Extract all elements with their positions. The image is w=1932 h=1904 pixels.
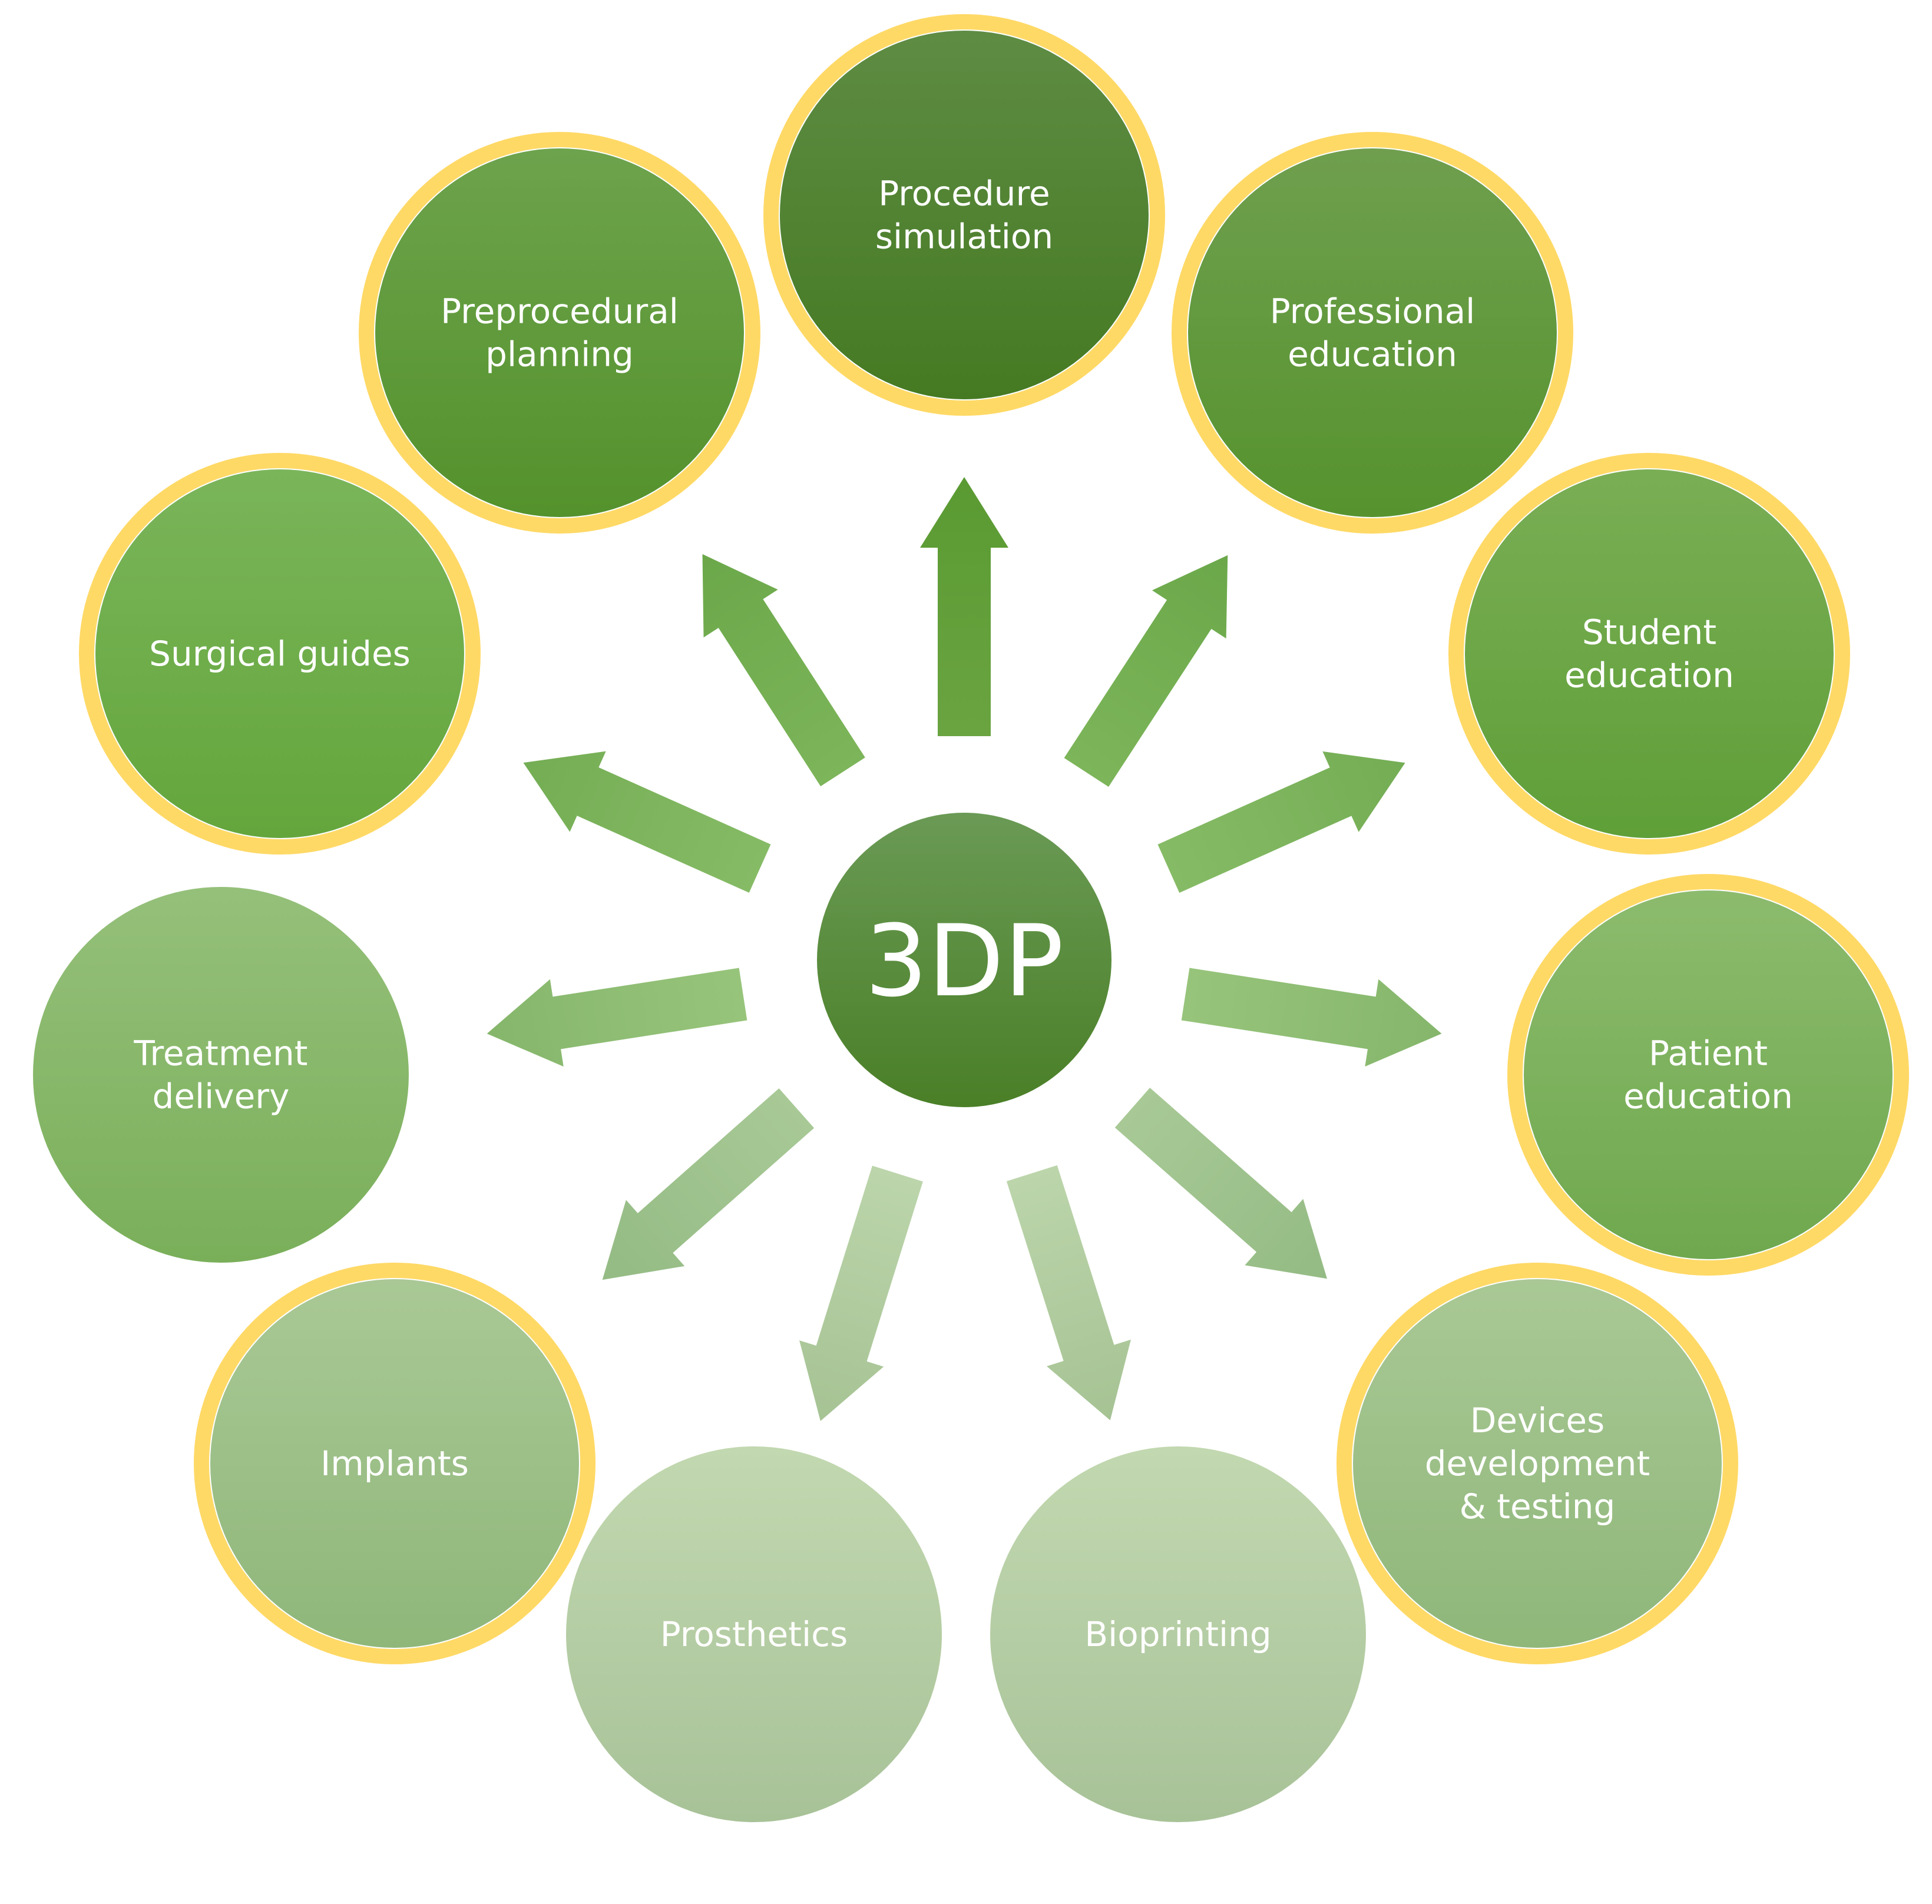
arrows-layer bbox=[487, 477, 1442, 1421]
arrow-to-professional-education bbox=[1064, 555, 1228, 787]
node-ring bbox=[79, 453, 481, 855]
node-implants: Implants bbox=[194, 1263, 596, 1664]
node-circle bbox=[1465, 469, 1834, 838]
arrow-to-patient-education bbox=[1181, 968, 1442, 1067]
center-node: 3DP bbox=[817, 813, 1111, 1107]
node-ring bbox=[1336, 1263, 1738, 1664]
node-surgical-guides: Surgical guides bbox=[79, 453, 481, 855]
node-label: planning bbox=[485, 335, 634, 375]
arrow-to-devices-development-testing bbox=[1114, 1087, 1328, 1279]
node-label: Student bbox=[1582, 612, 1716, 653]
node-circle bbox=[1353, 1279, 1722, 1648]
node-ring bbox=[763, 14, 1165, 416]
node-label: education bbox=[1288, 335, 1457, 375]
node-label: education bbox=[1564, 655, 1734, 696]
center-label: 3DP bbox=[865, 903, 1064, 1019]
node-label: Surgical guides bbox=[149, 634, 411, 674]
arrow-to-surgical-guides bbox=[523, 751, 771, 893]
center-circle bbox=[817, 813, 1111, 1107]
arrow-to-procedure-simulation bbox=[920, 477, 1008, 736]
node-circle bbox=[375, 148, 744, 517]
node-label: Preprocedural bbox=[441, 292, 679, 332]
node-label: Prosthetics bbox=[660, 1614, 848, 1654]
node-label: Patient bbox=[1649, 1034, 1768, 1074]
node-ring bbox=[1448, 453, 1850, 855]
node-label: & testing bbox=[1460, 1486, 1616, 1526]
node-label: simulation bbox=[875, 217, 1053, 257]
node-label: development bbox=[1425, 1443, 1650, 1484]
node-ring bbox=[359, 132, 760, 534]
node-circle bbox=[210, 1279, 579, 1648]
arrow-to-student-education bbox=[1157, 751, 1405, 893]
node-label: Implants bbox=[320, 1443, 469, 1484]
arrow-to-prosthetics bbox=[799, 1165, 923, 1421]
node-circle bbox=[33, 887, 409, 1263]
node-circle bbox=[1524, 890, 1893, 1259]
node-ring bbox=[1172, 132, 1573, 534]
node-ring bbox=[1507, 874, 1909, 1276]
node-label: Professional bbox=[1270, 292, 1476, 332]
arrow-to-bioprinting bbox=[1006, 1165, 1131, 1420]
arrow-to-treatment-delivery bbox=[487, 968, 747, 1067]
arrow-to-preprocedural-planning bbox=[702, 554, 865, 787]
node-ring bbox=[194, 1263, 596, 1664]
node-label: Bioprinting bbox=[1084, 1614, 1271, 1654]
node-circle bbox=[566, 1446, 942, 1822]
node-label: delivery bbox=[153, 1077, 290, 1117]
node-label: Procedure bbox=[878, 174, 1050, 214]
node-label: Devices bbox=[1470, 1400, 1605, 1441]
node-circle bbox=[990, 1446, 1366, 1822]
node-circle bbox=[1188, 148, 1557, 517]
nodes-layer: ProceduresimulationProfessionaleducation… bbox=[33, 14, 1909, 1822]
node-label: Treatment bbox=[133, 1034, 307, 1074]
node-circle bbox=[95, 469, 464, 838]
node-circle bbox=[780, 31, 1149, 399]
node-bioprinting: Bioprinting bbox=[990, 1446, 1366, 1822]
node-label: education bbox=[1623, 1077, 1793, 1117]
arrow-to-implants bbox=[602, 1088, 815, 1280]
node-prosthetics: Prosthetics bbox=[566, 1446, 942, 1822]
